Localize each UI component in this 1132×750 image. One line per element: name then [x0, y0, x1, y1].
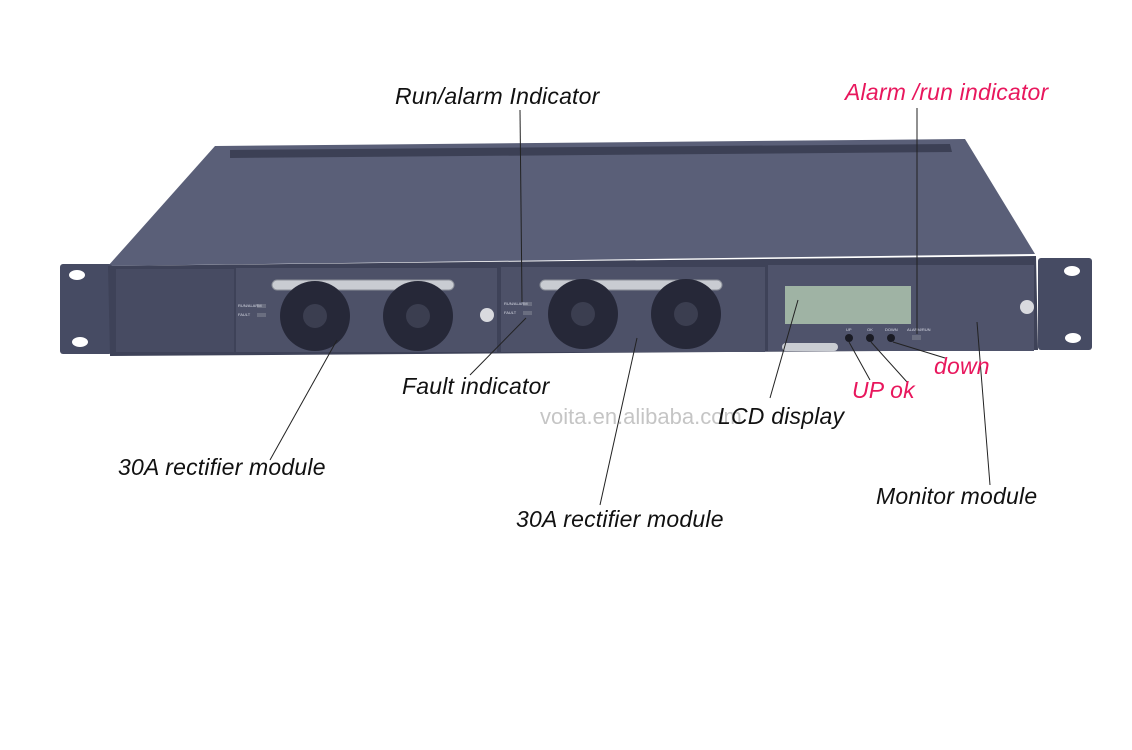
leader-line [769, 299, 799, 399]
up-button[interactable] [845, 334, 853, 342]
alarm-run-led [912, 335, 921, 340]
thumb-screw [1020, 300, 1034, 314]
label-up-ok: UP ok [852, 377, 915, 403]
label-monitor-module: Monitor module [876, 483, 1038, 509]
rack-ear-left [60, 264, 112, 354]
leader-line [469, 317, 527, 376]
run-alarm-led [257, 304, 266, 308]
leader-line [870, 341, 908, 383]
label-fault-indicator: Fault indicator [402, 373, 550, 399]
fan-hub [674, 302, 698, 326]
leader-line [519, 109, 523, 303]
fan-hub [303, 304, 327, 328]
watermark: voita.en.alibaba.com [540, 404, 742, 429]
label-down: down [934, 353, 990, 379]
fault-led [523, 311, 532, 315]
blank-panel [116, 269, 234, 352]
lcd-screen [785, 286, 911, 324]
rack-ear-hole [72, 337, 88, 347]
leader-line [269, 339, 338, 461]
leader-line [892, 341, 946, 359]
label-rectifier-module-2: 30A rectifier module [516, 506, 724, 532]
chassis-top [108, 139, 1035, 266]
fault-marking: FAULT [238, 312, 251, 317]
leader-line [976, 321, 991, 486]
alarm-run-marking: ALARM/RUN [907, 327, 931, 332]
label-lcd-display: LCD display [718, 403, 845, 429]
rack-ear-hole [1065, 333, 1081, 343]
rack-ear-hole [1064, 266, 1080, 276]
leader-line [848, 341, 871, 381]
fan-hub [571, 302, 595, 326]
down-button[interactable] [887, 334, 895, 342]
run-alarm-led [523, 302, 532, 306]
leader-line [599, 337, 638, 506]
fault-led [257, 313, 266, 317]
vent-grille [230, 144, 952, 158]
rack-ear-hole [69, 270, 85, 280]
label-rectifier-module-1: 30A rectifier module [118, 454, 326, 480]
ok-marking: OK [867, 327, 873, 332]
up-marking: UP [846, 327, 852, 332]
run-alarm-marking: RUN/ALARM [504, 301, 528, 306]
thumb-screw [480, 308, 494, 322]
ok-button[interactable] [866, 334, 874, 342]
run-alarm-marking: RUN/ALARM [238, 303, 262, 308]
fan-hub [406, 304, 430, 328]
fault-marking: FAULT [504, 310, 517, 315]
label-alarm-run-indicator: Alarm /run indicator [845, 79, 1049, 105]
handle [782, 343, 838, 351]
rack-ear-right [1038, 258, 1092, 350]
down-marking: DOWN [885, 327, 898, 332]
label-run-alarm-indicator: Run/alarm Indicator [395, 83, 600, 109]
